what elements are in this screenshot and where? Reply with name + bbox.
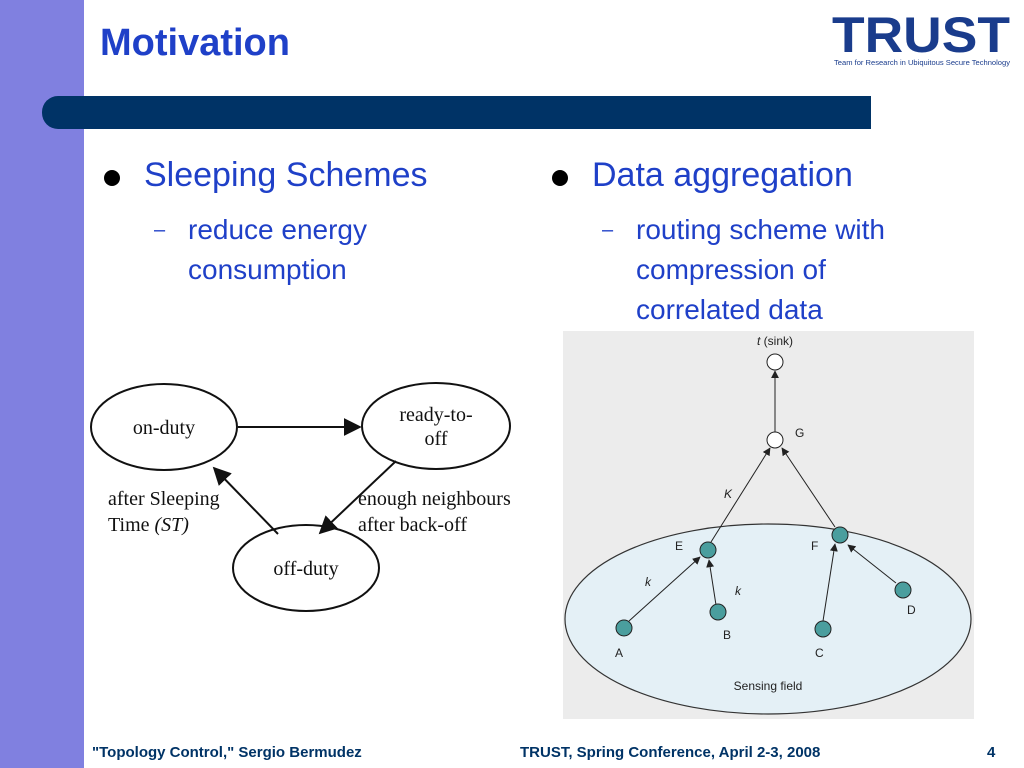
bullet-dot-icon bbox=[104, 170, 120, 186]
node-label: G bbox=[795, 426, 804, 440]
arrow-off-to-on bbox=[212, 466, 279, 535]
node-label: D bbox=[907, 603, 916, 617]
sub-bullet-energy: – reduce energy consumption bbox=[154, 210, 368, 290]
node-b bbox=[709, 603, 727, 621]
sink-label: t (sink) bbox=[757, 334, 793, 348]
state-diagram: on-duty ready-to- off off-duty after Sle… bbox=[84, 357, 530, 620]
node-e bbox=[699, 541, 717, 559]
sub-line: correlated data bbox=[636, 294, 823, 325]
state-on-duty bbox=[90, 383, 238, 471]
node-label: F bbox=[811, 539, 818, 553]
state-label: off bbox=[425, 428, 448, 450]
state-ready-to-off bbox=[361, 382, 511, 470]
transition-label: after Sleeping bbox=[108, 488, 220, 510]
bullet-dot-icon bbox=[552, 170, 568, 186]
field-label: Sensing field bbox=[734, 679, 803, 693]
transition-label: after back-off bbox=[358, 514, 467, 536]
edge-d-f bbox=[847, 544, 897, 584]
node-a bbox=[615, 619, 633, 637]
state-label: off-duty bbox=[273, 558, 338, 580]
node-label: C bbox=[815, 646, 824, 660]
dash-icon: – bbox=[602, 219, 614, 241]
edge-b-e bbox=[706, 559, 717, 606]
node-g bbox=[766, 431, 784, 449]
edge-c-f bbox=[822, 543, 838, 622]
title-underline-bar bbox=[42, 96, 871, 129]
sub-bullet-routing: – routing scheme with compression of cor… bbox=[602, 210, 886, 330]
edge-label: k bbox=[645, 575, 652, 589]
arrow-ready-to-off bbox=[318, 460, 397, 535]
transition-label: enough neighbours bbox=[358, 488, 511, 510]
edge-a-e bbox=[628, 556, 701, 622]
node-label: E bbox=[675, 539, 683, 553]
edge-label: k bbox=[735, 584, 742, 598]
slide-title: Motivation bbox=[100, 22, 290, 64]
node-f bbox=[831, 526, 849, 544]
node-c bbox=[814, 620, 832, 638]
bullet-sleeping-schemes: Sleeping Schemes bbox=[104, 156, 428, 195]
node-label: A bbox=[615, 646, 623, 660]
footer-center: TRUST, Spring Conference, April 2-3, 200… bbox=[520, 744, 821, 761]
dash-icon: – bbox=[154, 219, 166, 241]
node-label: B bbox=[723, 628, 731, 642]
trust-logo: TRUST Team for Research in Ubiquitous Se… bbox=[832, 8, 1011, 67]
aggregation-diagram: t (sink) G E F A B C D K k k Sensing fie… bbox=[563, 331, 974, 719]
edge-e-g bbox=[710, 447, 771, 543]
sub-line: consumption bbox=[188, 254, 347, 285]
state-off-duty bbox=[232, 524, 380, 612]
bullet-text: Data aggregation bbox=[592, 156, 853, 194]
logo-tagline: Team for Research in Ubiquitous Secure T… bbox=[834, 60, 1011, 67]
node-d bbox=[894, 581, 912, 599]
state-label: on-duty bbox=[133, 417, 195, 439]
bullet-text: Sleeping Schemes bbox=[144, 156, 428, 194]
node-sink bbox=[766, 353, 784, 371]
transition-label: Time (ST) bbox=[108, 514, 189, 536]
state-label: ready-to- bbox=[399, 404, 472, 426]
sub-line: reduce energy bbox=[188, 214, 368, 245]
footer-left: "Topology Control," Sergio Bermudez bbox=[92, 744, 362, 761]
logo-name: TRUST bbox=[832, 8, 1010, 63]
sub-line: routing scheme with bbox=[636, 214, 886, 245]
edge-f-g bbox=[781, 447, 836, 528]
edge-label: K bbox=[724, 487, 733, 501]
page-number: 4 bbox=[987, 744, 996, 761]
sub-line: compression of bbox=[636, 254, 826, 285]
bullet-data-aggregation: Data aggregation bbox=[552, 156, 853, 195]
sensing-field bbox=[564, 523, 972, 715]
